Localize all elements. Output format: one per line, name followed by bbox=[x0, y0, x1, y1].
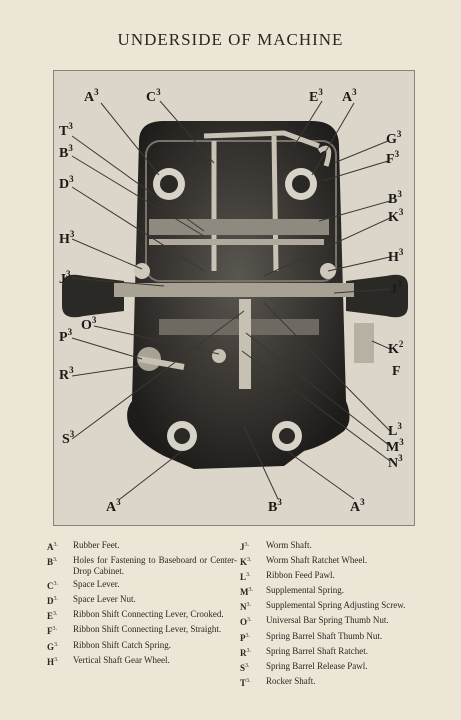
leader-lines bbox=[71, 100, 391, 500]
legend-desc: Universal Bar Spring Thumb Nut. bbox=[266, 615, 389, 626]
legend-item: L3. Ribbon Feed Pawl. bbox=[240, 570, 430, 583]
legend-item: N3. Supplemental Spring Adjusting Screw. bbox=[240, 600, 430, 613]
legend-desc: Worm Shaft. bbox=[266, 540, 312, 550]
callout-e3: E3 bbox=[309, 87, 323, 105]
legend-item: D3. Space Lever Nut. bbox=[47, 594, 237, 607]
legend-item: C3. Space Lever. bbox=[47, 579, 237, 592]
legend-key: P3. bbox=[240, 632, 250, 643]
legend-key: G3. bbox=[47, 641, 59, 652]
callout-h3-right: H3 bbox=[388, 247, 404, 265]
left-shaft-housing bbox=[62, 274, 124, 318]
legend-key: O3. bbox=[240, 617, 252, 628]
inner-frame bbox=[145, 140, 337, 282]
callout-p3: P3 bbox=[59, 327, 73, 345]
callout-b3-left: B3 bbox=[59, 143, 73, 161]
legend-desc: Spring Barrel Shaft Ratchet. bbox=[266, 645, 368, 656]
callout-b3-bottom: B3 bbox=[268, 497, 282, 515]
legend-desc: Ribbon Shift Connecting Lever, Straight. bbox=[73, 624, 222, 635]
legend-key: H3. bbox=[47, 656, 59, 667]
legend-item: P3. Spring Barrel Shaft Thumb Nut. bbox=[240, 631, 430, 644]
callout-r3: R3 bbox=[59, 365, 74, 383]
callout-f: F bbox=[392, 364, 401, 379]
callout-n3: N3 bbox=[388, 453, 403, 471]
legend-key: R3. bbox=[240, 647, 251, 658]
legend-key: M3. bbox=[240, 587, 253, 598]
callout-labels: A3 C3 E3 A3 T3 G3 B3 F3 D3 B3 K3 H3 H3 J… bbox=[59, 87, 404, 515]
legend-key: C3. bbox=[47, 581, 58, 592]
legend-desc: Space Lever. bbox=[73, 579, 120, 590]
legend-item: O3. Universal Bar Spring Thumb Nut. bbox=[240, 615, 430, 628]
legend-desc: Spring Barrel Shaft Thumb Nut. bbox=[266, 630, 383, 641]
callout-k2: K2 bbox=[388, 339, 404, 357]
callout-j3-left: J3 bbox=[59, 269, 71, 287]
callout-m3: M3 bbox=[386, 437, 404, 455]
legend-desc: Spring Barrel Release Pawl. bbox=[266, 660, 368, 671]
legend-key: B3. bbox=[47, 557, 58, 568]
right-shaft-housing bbox=[346, 274, 408, 318]
legend-desc: Holes for Fastening to Baseboard or Cent… bbox=[73, 555, 237, 577]
callout-a3-top-left: A3 bbox=[84, 87, 99, 105]
callout-t3: T3 bbox=[59, 121, 73, 139]
legend-item: K3. Worm Shaft Ratchet Wheel. bbox=[240, 555, 430, 568]
callout-j3-right: J3 bbox=[390, 279, 402, 297]
callout-k3: K3 bbox=[388, 207, 404, 225]
legend-key: F3. bbox=[47, 626, 57, 637]
legend-key: A3. bbox=[47, 542, 58, 552]
legend-desc: Supplemental Spring Adjusting Screw. bbox=[266, 600, 406, 611]
legend-desc: Worm Shaft Ratchet Wheel. bbox=[266, 555, 368, 566]
mechanism bbox=[114, 219, 374, 389]
legend-item: B3. Holes for Fastening to Baseboard or C… bbox=[47, 555, 237, 577]
page-title: UNDERSIDE OF MACHINE bbox=[117, 30, 344, 49]
callout-c3: C3 bbox=[146, 87, 161, 105]
legend-desc: Rubber Feet. bbox=[73, 540, 120, 550]
callout-o3: O3 bbox=[81, 315, 97, 333]
legend-item: J3. Worm Shaft. bbox=[240, 540, 430, 553]
machine-underside-photo: A3 C3 E3 A3 T3 G3 B3 F3 D3 B3 K3 H3 H3 J… bbox=[53, 70, 415, 526]
legend-key: K3. bbox=[240, 557, 252, 568]
legend-key: E3. bbox=[47, 611, 58, 622]
legend-item: M3. Supplemental Spring. bbox=[240, 585, 430, 598]
legend-key: D3. bbox=[47, 596, 58, 607]
legend-desc: Supplemental Spring. bbox=[266, 585, 344, 596]
legend-item: T3. Rocker Shaft. bbox=[240, 676, 430, 689]
rubber-feet bbox=[153, 168, 317, 451]
callout-h3-left: H3 bbox=[59, 229, 75, 247]
legend-item: G3. Ribbon Shift Catch Spring. bbox=[47, 640, 237, 653]
callout-a3-top-right: A3 bbox=[342, 87, 357, 105]
legend-right-column: J3. Worm Shaft. K3. Worm Shaft Ratchet Whe… bbox=[240, 540, 430, 691]
legend-desc: Vertical Shaft Gear Wheel. bbox=[73, 654, 170, 665]
legend-desc: Space Lever Nut. bbox=[73, 594, 136, 605]
legend-desc: Ribbon Feed Pawl. bbox=[266, 570, 335, 581]
callout-a3-bottom-left: A3 bbox=[106, 497, 121, 515]
legend-desc: Rocker Shaft. bbox=[266, 675, 316, 686]
callout-s3: S3 bbox=[62, 429, 75, 447]
legend-key: J3. bbox=[240, 542, 249, 552]
legend-desc: Ribbon Shift Connecting Lever, Crooked. bbox=[73, 609, 224, 620]
legend-item: H3. Vertical Shaft Gear Wheel. bbox=[47, 655, 237, 668]
callout-b3-right: B3 bbox=[388, 189, 402, 207]
legend-item: F3. Ribbon Shift Connecting Lever, Straig… bbox=[47, 624, 237, 637]
legend-left-column: A3. Rubber Feet. B3. Holes for Fastening t… bbox=[47, 540, 237, 670]
callout-a3-bottom-right: A3 bbox=[350, 497, 365, 515]
legend-item: R3. Spring Barrel Shaft Ratchet. bbox=[240, 646, 430, 659]
legend-key: L3. bbox=[240, 572, 251, 583]
legend-desc: Ribbon Shift Catch Spring. bbox=[73, 639, 172, 650]
machine-illustration: A3 C3 E3 A3 T3 G3 B3 F3 D3 B3 K3 H3 H3 J… bbox=[59, 87, 408, 515]
legend-key: S3. bbox=[240, 662, 250, 673]
legend-key: N3. bbox=[240, 602, 251, 613]
callout-d3: D3 bbox=[59, 174, 74, 192]
callout-l3: L3 bbox=[388, 421, 402, 439]
legend-item: S3. Spring Barrel Release Pawl. bbox=[240, 661, 430, 674]
legend-item: E3. Ribbon Shift Connecting Lever, Crooke… bbox=[47, 609, 237, 622]
callout-f3: F3 bbox=[386, 149, 400, 167]
callout-g3: G3 bbox=[386, 129, 402, 147]
legend-key: T3. bbox=[240, 677, 251, 688]
legend-item: A3. Rubber Feet. bbox=[47, 540, 237, 553]
